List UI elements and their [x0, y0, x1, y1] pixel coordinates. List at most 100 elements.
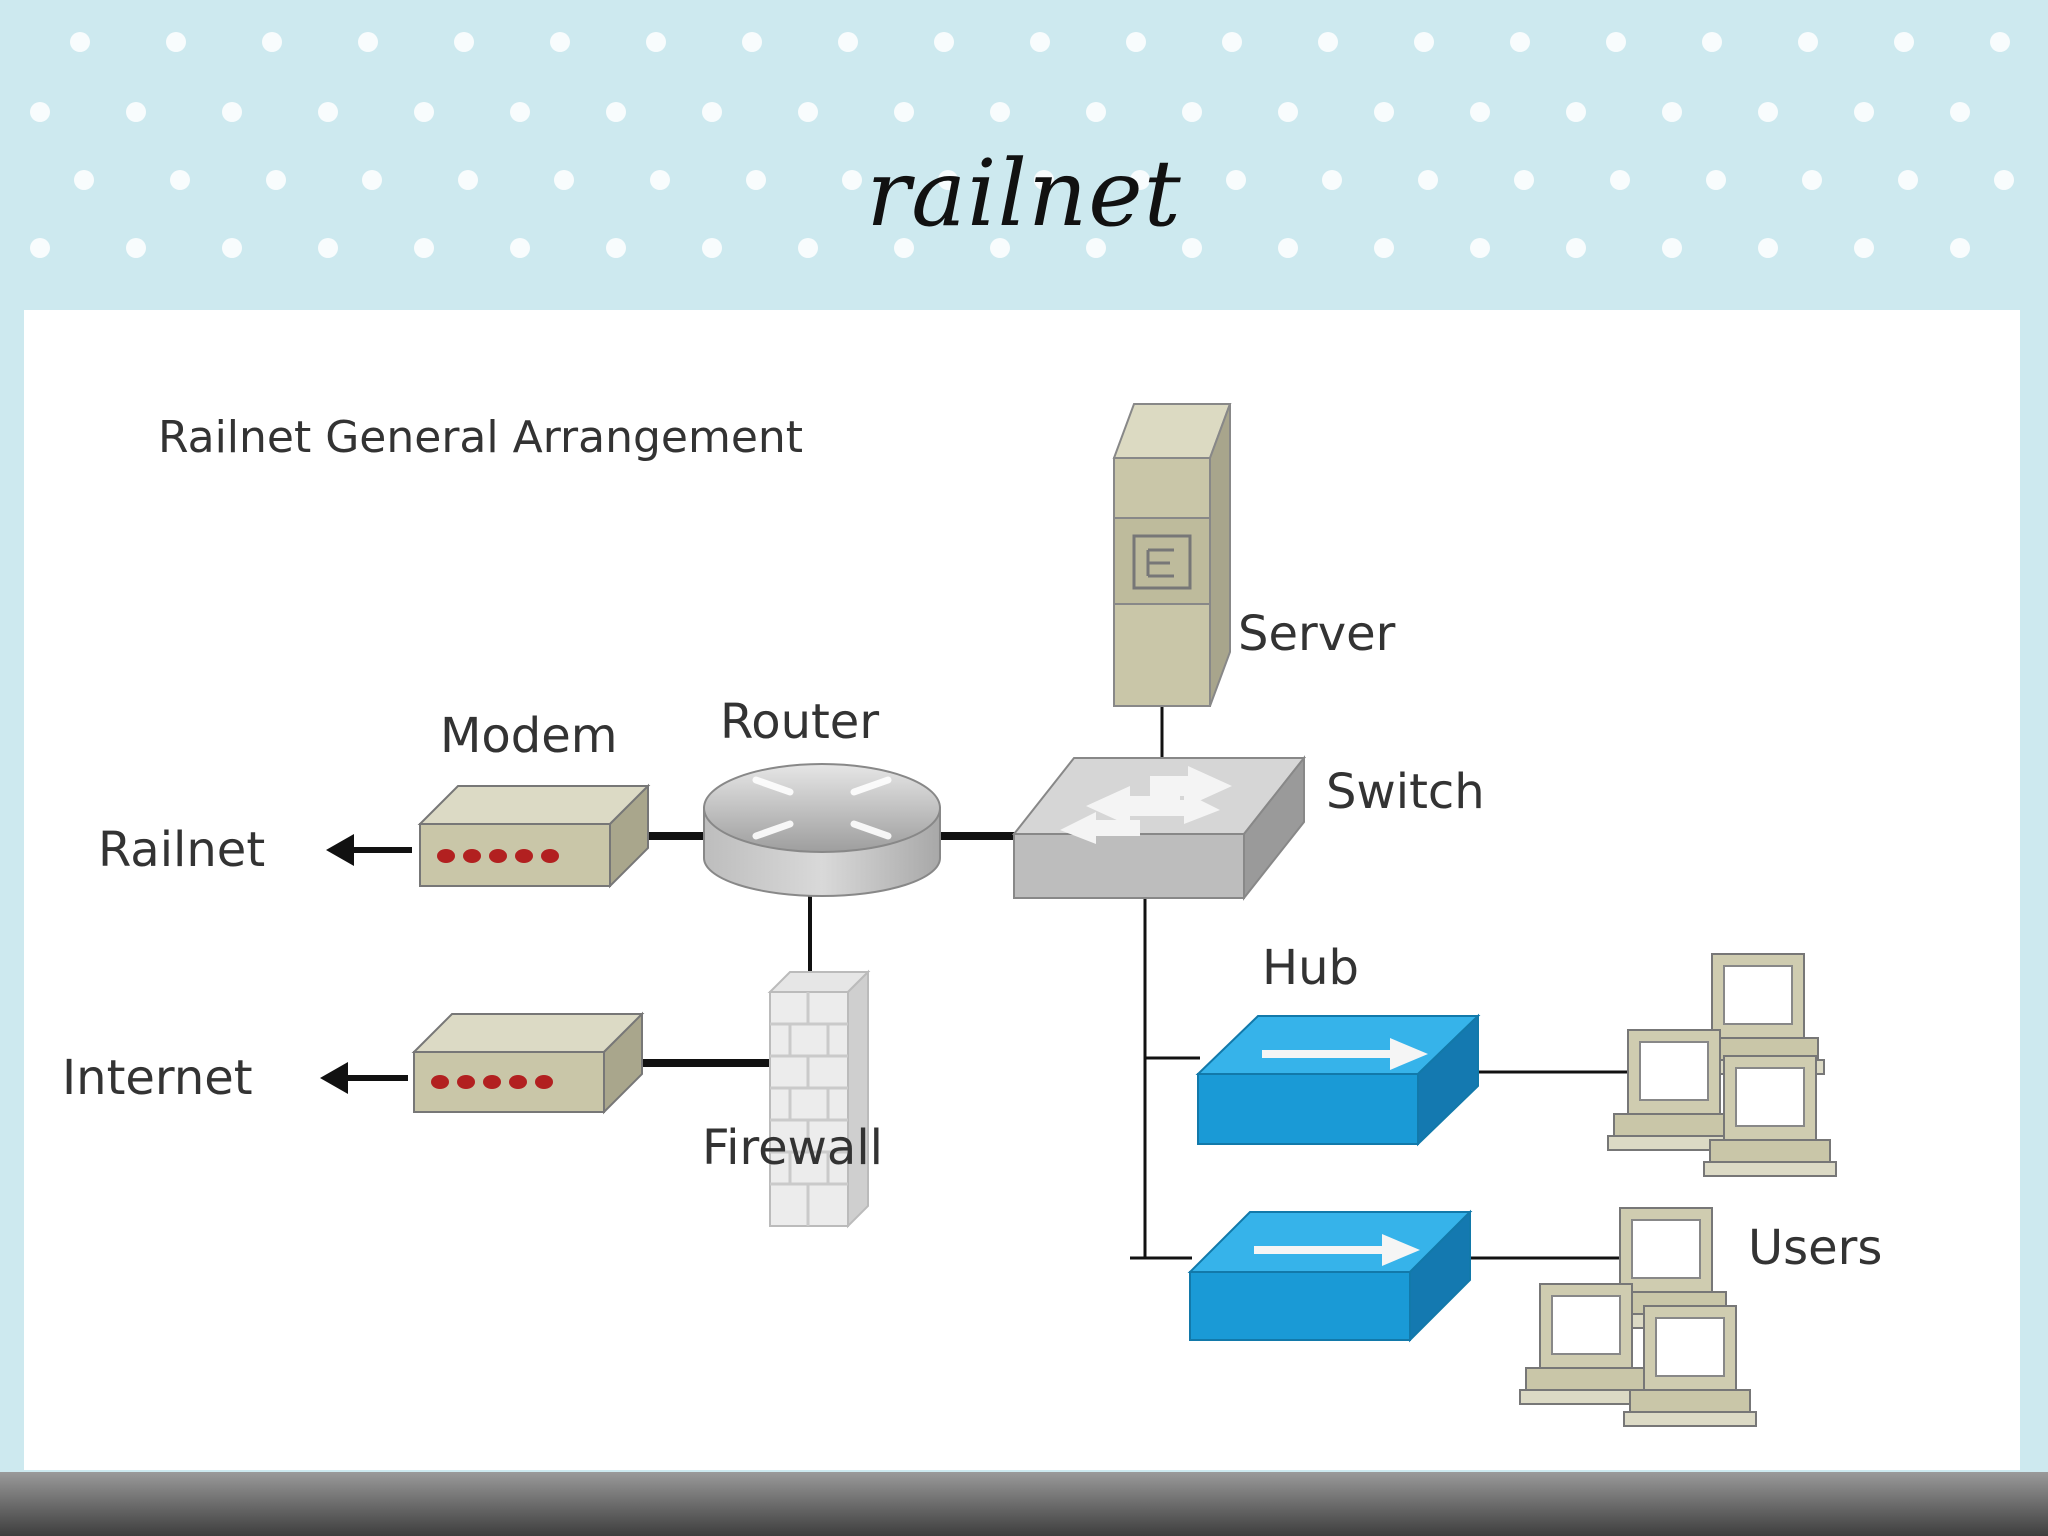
background-dot [990, 102, 1010, 122]
background-dot [1990, 32, 2010, 52]
background-dot [1418, 170, 1438, 190]
background-dot [646, 32, 666, 52]
firewall-label: Firewall [702, 1120, 883, 1176]
background-dot [702, 102, 722, 122]
background-dot [1758, 102, 1778, 122]
users-group-bottom [1519, 1207, 1757, 1427]
hub-label: Hub [1262, 940, 1359, 996]
background-dot [746, 170, 766, 190]
background-dot [70, 32, 90, 52]
background-dot [1802, 170, 1822, 190]
arrow-left-icon [320, 1062, 408, 1094]
background-dot [938, 170, 958, 190]
background-dot [1226, 170, 1246, 190]
background-dot [1278, 238, 1298, 258]
background-dot [1318, 32, 1338, 52]
background-dot [842, 170, 862, 190]
background-dot [1566, 102, 1586, 122]
background-dot [266, 170, 286, 190]
background-dot [362, 170, 382, 190]
background-dot [1374, 102, 1394, 122]
background-dot [798, 102, 818, 122]
diagram-heading: Railnet General Arrangement [158, 412, 803, 463]
computer-icon [1607, 1029, 1741, 1151]
network-diagram: Railnet General Arrangement [62, 403, 1882, 1427]
background-dot [1470, 238, 1490, 258]
router-icon [703, 763, 941, 897]
background-dot [1182, 238, 1202, 258]
background-dot [798, 238, 818, 258]
background-dot [1894, 32, 1914, 52]
background-dot [454, 32, 474, 52]
hub-icon [1195, 1013, 1481, 1147]
background-dot [1994, 170, 2014, 190]
background-dot [126, 238, 146, 258]
modem-icon [417, 783, 651, 889]
background-dot [222, 238, 242, 258]
background-dot [1278, 102, 1298, 122]
background-dot [1798, 32, 1818, 52]
background-dot [74, 170, 94, 190]
computer-icon [1703, 1055, 1837, 1177]
background-dot [1182, 102, 1202, 122]
background-dot [894, 238, 914, 258]
background-dot [934, 32, 954, 52]
background-dot [1130, 170, 1150, 190]
router-label: Router [720, 694, 879, 750]
background-dot [358, 32, 378, 52]
background-dot [838, 32, 858, 52]
background-dot [1662, 102, 1682, 122]
background-dot [550, 32, 570, 52]
hub-icon [1187, 1209, 1473, 1343]
background-dot [1758, 238, 1778, 258]
arrow-left-icon [326, 834, 412, 866]
background-dot [1514, 170, 1534, 190]
bottom-bar [0, 1472, 2048, 1536]
users-label: Users [1748, 1220, 1882, 1276]
background-dot [318, 238, 338, 258]
background-dot [1030, 32, 1050, 52]
background-dot [262, 32, 282, 52]
railnet-label: Railnet [98, 822, 265, 878]
background-dot [1950, 102, 1970, 122]
internet-label: Internet [62, 1050, 253, 1106]
slide-title: railnet [866, 140, 1182, 247]
background-dot [650, 170, 670, 190]
background-dot [1322, 170, 1342, 190]
server-label: Server [1238, 606, 1396, 662]
background-dot [1854, 238, 1874, 258]
dotted-background [30, 32, 2014, 258]
background-dot [990, 238, 1010, 258]
background-dot [30, 102, 50, 122]
background-dot [894, 102, 914, 122]
background-dot [1610, 170, 1630, 190]
background-dot [702, 238, 722, 258]
background-dot [1126, 32, 1146, 52]
background-dot [1374, 238, 1394, 258]
background-dot [1854, 102, 1874, 122]
background-dot [30, 238, 50, 258]
modem-icon [411, 1011, 645, 1115]
background-dot [742, 32, 762, 52]
background-dot [554, 170, 574, 190]
server-icon [1112, 403, 1232, 707]
modem-label: Modem [440, 708, 618, 764]
computer-icon [1519, 1283, 1653, 1405]
background-dot [1222, 32, 1242, 52]
diagram-panel: Railnet General Arrangement [24, 310, 2020, 1470]
users-group-top [1607, 953, 1837, 1177]
background-dot [606, 102, 626, 122]
switch-icon [1011, 755, 1307, 901]
background-dot [1606, 32, 1626, 52]
background-dot [1086, 102, 1106, 122]
background-dot [1414, 32, 1434, 52]
background-dot [414, 238, 434, 258]
background-dot [606, 238, 626, 258]
firewall-icon [767, 969, 871, 1229]
background-dot [1702, 32, 1722, 52]
background-dot [1510, 32, 1530, 52]
background-dot [222, 102, 242, 122]
switch-label: Switch [1326, 764, 1485, 820]
background-dot [170, 170, 190, 190]
